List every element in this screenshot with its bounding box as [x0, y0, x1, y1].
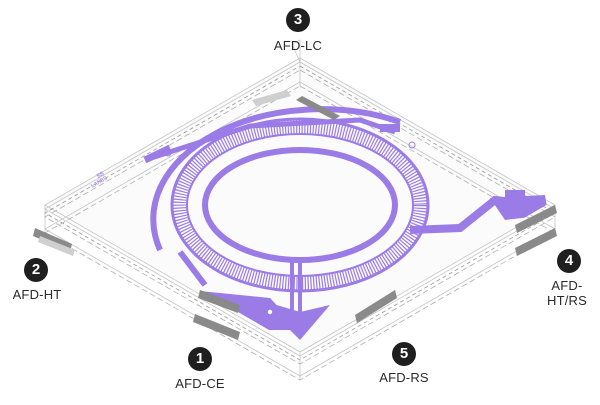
callout-label-afd-ht-rs: AFD- HT/RS: [534, 278, 600, 308]
callout-badge-5: 5: [392, 342, 416, 366]
outer-arc-trace: [150, 106, 401, 252]
board-frame: [44, 39, 556, 381]
callout-label-afd-ht-rs-line2: HT/RS: [547, 293, 587, 308]
callout-badge-4: 4: [557, 249, 581, 273]
connector-pads: [33, 90, 557, 340]
callout-badge-1: 1: [188, 347, 212, 371]
callout-label-afd-ht-rs-line1: AFD-: [551, 278, 583, 293]
pad-afd-ht-rs-upper: [515, 205, 557, 233]
callout-badge-2: 2: [24, 258, 48, 282]
trace-layer: BB LAMBS: [90, 106, 548, 340]
pad-afd-ht-2: [38, 236, 75, 256]
board-text-1: BB: [96, 170, 106, 180]
pad-afd-ce-upper: [198, 290, 240, 313]
pad-afd-lc-top: [296, 96, 340, 120]
pad-afd-ht-rs-lower: [515, 228, 557, 256]
pad-afd-ce-lower: [193, 314, 240, 340]
callout-label-afd-ce: AFD-CE: [175, 376, 225, 391]
pad-afd-rs: [355, 290, 397, 323]
callout-badge-3: 3: [286, 8, 310, 32]
callout-label-afd-ht: AFD-HT: [12, 287, 62, 302]
pad-afd-lc-top-2: [252, 90, 291, 106]
callout-label-afd-lc: AFD-LC: [273, 38, 323, 53]
callout-label-afd-rs: AFD-RS: [379, 370, 429, 385]
